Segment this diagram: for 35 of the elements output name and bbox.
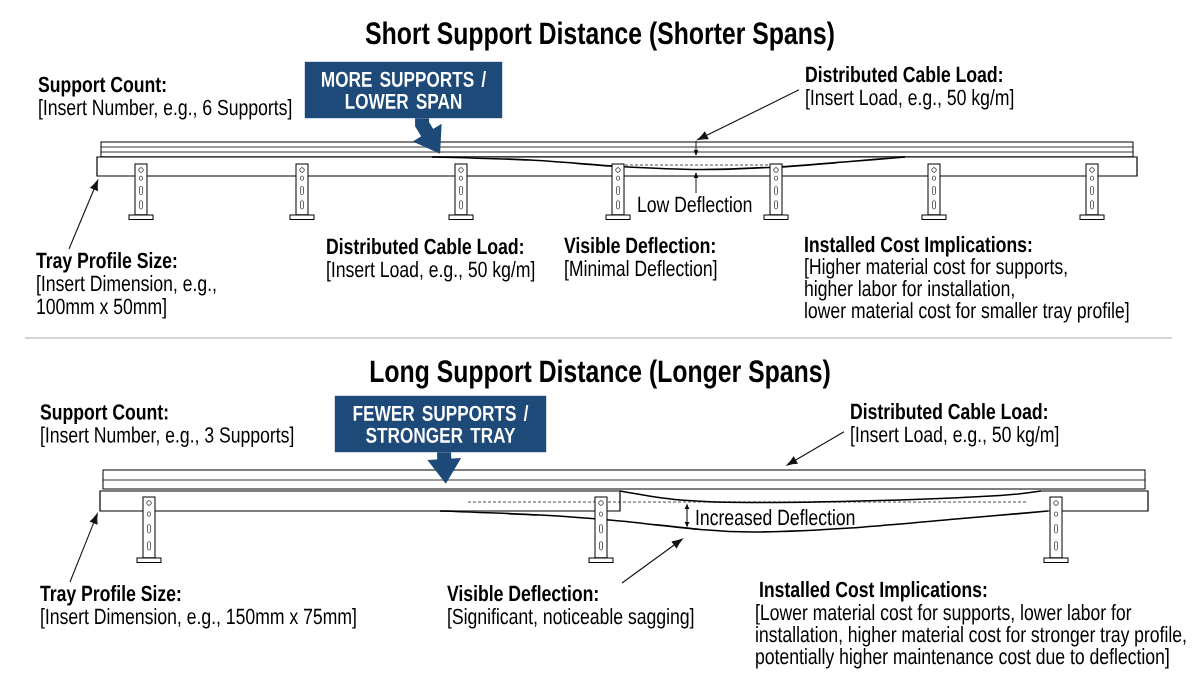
placeholder-text: [Insert Load, e.g., 50 kg/m] <box>851 426 1059 447</box>
leader-arrow <box>697 89 800 141</box>
callout-box: MORE SUPPORTS / LOWER SPAN <box>304 61 503 119</box>
section-title: Long Support Distance (Longer Spans) <box>370 359 830 389</box>
field-label: Tray Profile Size: <box>36 252 177 273</box>
placeholder-text: [Higher material cost for supports, higher labor for installation, lower material cost for smaller tray profile] <box>805 258 1129 323</box>
placeholder-text: [Minimal Deflection] <box>565 260 717 281</box>
annotation-text: Low Deflection <box>638 196 752 213</box>
field-label: Installed Cost Implications: <box>805 236 1032 257</box>
leader-arrow <box>786 431 845 466</box>
placeholder-text: [Significant, noticeable sagging] <box>448 608 694 629</box>
field-label: Distributed Cable Load: <box>851 403 1047 420</box>
placeholder-text: [Insert Dimension, e.g., 100mm x 50mm] <box>37 275 216 319</box>
placeholder-text: [Insert Load, e.g., 50 kg/m] <box>806 89 1014 110</box>
field-label: Distributed Cable Load: <box>327 238 523 255</box>
leader-arrow <box>69 513 98 583</box>
placeholder-text: [Lower material cost for supports, lower labor for installation, higher material cost for stronger tray profile, potentially higher maintenance cost due to deflection] <box>756 604 1186 669</box>
placeholder-text: [Insert Load, e.g., 50 kg/m] <box>327 261 535 282</box>
placeholder-text: [Insert Number, e.g., 3 Supports] <box>41 426 294 448</box>
section-title: Short Support Distance (Shorter Spans) <box>365 21 834 51</box>
field-label: Support Count: <box>40 404 168 425</box>
field-label: Visible Deflection: <box>564 237 715 254</box>
leader-arrow <box>68 180 99 250</box>
cable-tray <box>99 469 1149 533</box>
field-label: Installed Cost Implications: <box>760 581 987 602</box>
placeholder-text: [Insert Dimension, e.g., 150mm x 75mm] <box>41 608 356 629</box>
leader-arrow <box>621 538 683 584</box>
field-label: Visible Deflection: <box>447 585 598 602</box>
placeholder-text: [Insert Number, e.g., 6 Supports] <box>39 99 292 120</box>
annotation-text: Increased Deflection <box>696 509 855 526</box>
field-label: Distributed Cable Load: <box>806 66 1002 83</box>
field-label: Tray Profile Size: <box>40 585 181 606</box>
field-label: Support Count: <box>38 76 166 97</box>
cable-tray <box>96 141 1138 177</box>
callout-box: FEWER SUPPORTS / STRONGER TRAY <box>334 395 547 453</box>
